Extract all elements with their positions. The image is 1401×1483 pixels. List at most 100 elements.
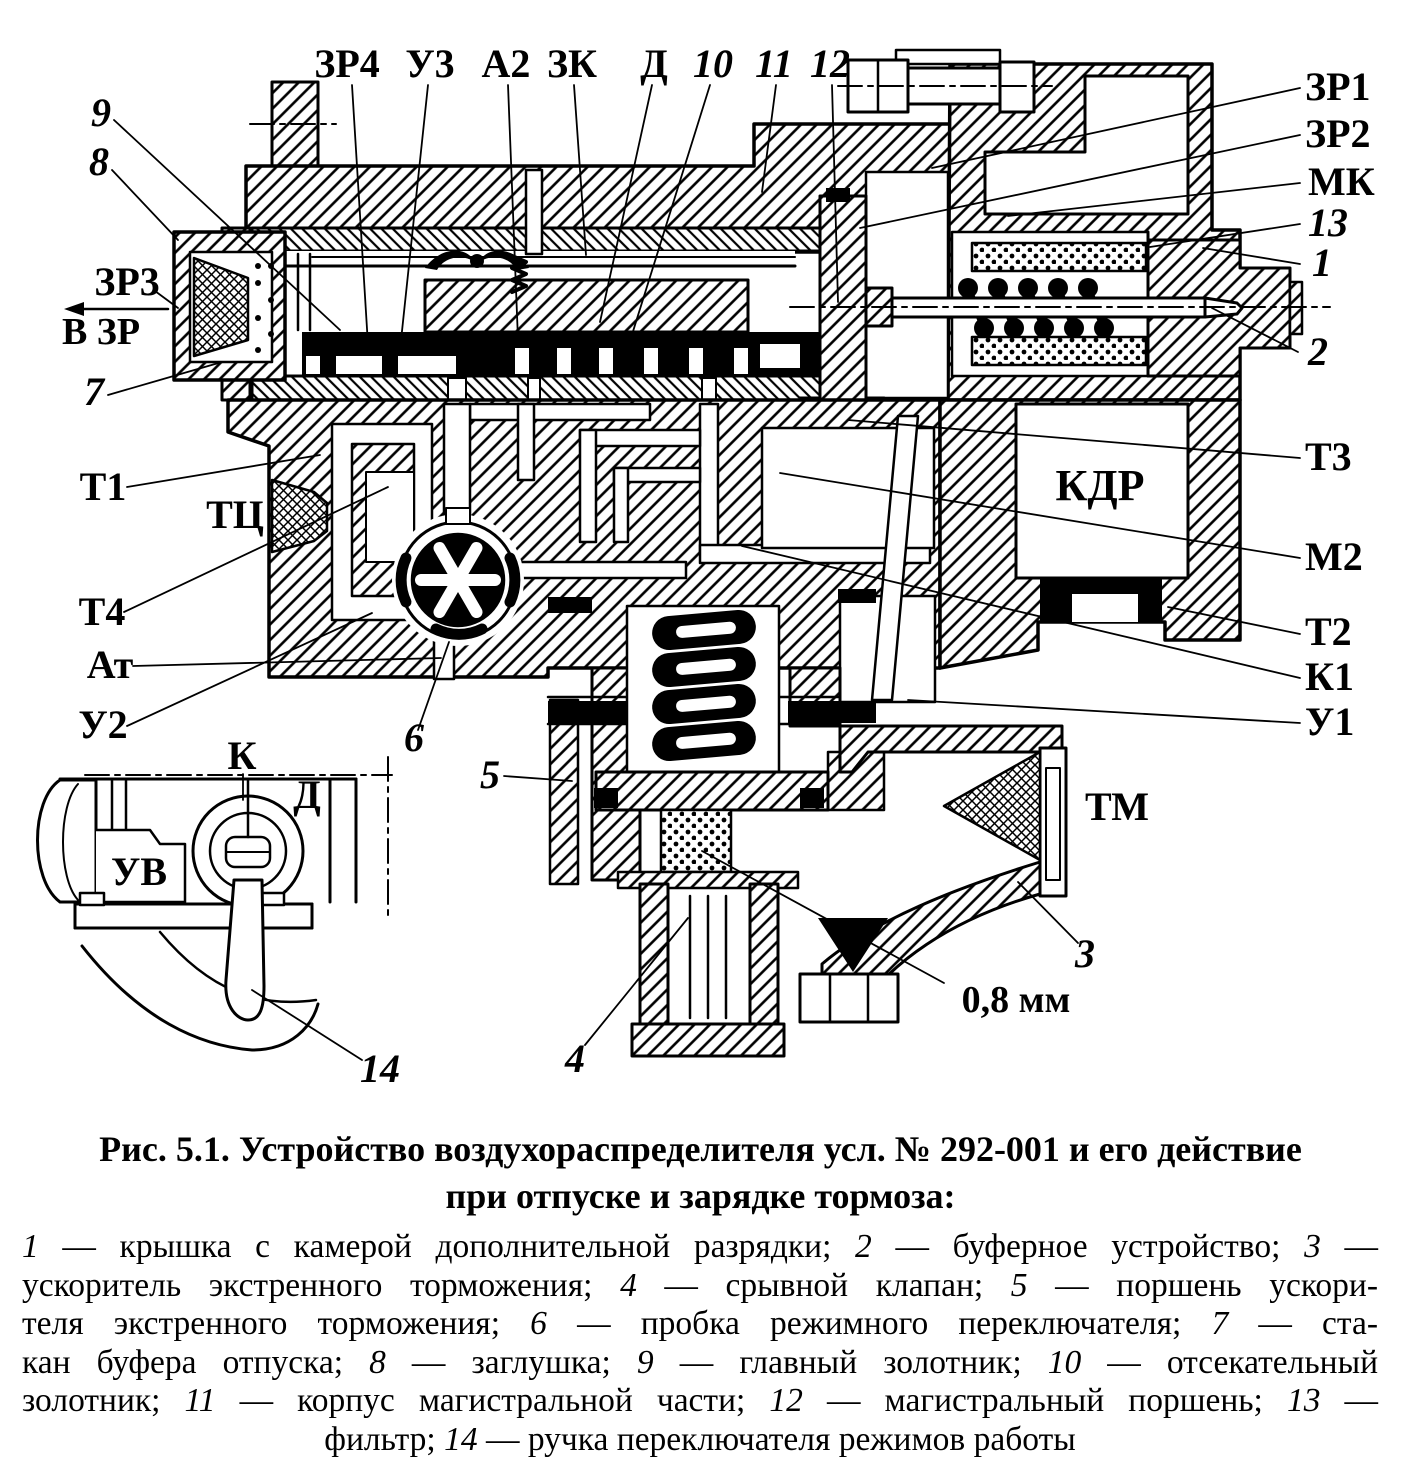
circle-shape (268, 297, 274, 303)
legend-part: 2 (855, 1228, 872, 1265)
label-n7: 7 (84, 369, 106, 414)
leader-u3 (399, 84, 429, 351)
u1-channel (870, 414, 920, 702)
mode-handle (224, 878, 266, 1022)
rect-shape (594, 788, 618, 808)
rect-shape (468, 402, 652, 422)
legend-line-4: кан буфера отпуска; 8 — заглушка; 9 — гл… (22, 1344, 1378, 1383)
legend-line-3: теля экстренного торможения; 6 — пробка … (22, 1305, 1378, 1344)
g-shape (395, 552, 521, 640)
leader-t2 (1167, 606, 1301, 635)
legend-part: — заглушка; (385, 1343, 637, 1381)
rect-shape (320, 356, 336, 374)
rect-shape (524, 168, 544, 256)
circle-shape (255, 347, 261, 353)
label-v-zr: В ЗР (62, 311, 140, 353)
leader-mk (1007, 182, 1301, 217)
legend-part: — пробка режимного переключателя; (546, 1305, 1212, 1342)
breakaway-valve (616, 870, 800, 1058)
circle-shape (255, 263, 261, 269)
label-zk: ЗК (547, 41, 597, 86)
rect-shape (1045, 767, 1061, 881)
rect-shape (578, 428, 598, 544)
legend-part: кан буфера отпуска; (22, 1343, 370, 1381)
rect-shape (800, 788, 824, 808)
rect-shape (644, 348, 658, 374)
leader-n9 (113, 119, 341, 331)
caption-line-2: при отпуске и зарядке тормоза: (445, 1176, 956, 1216)
label-tc: ТЦ (206, 492, 264, 537)
rect-shape (838, 589, 876, 603)
legend-line-1: 1 — крышка с камерой дополнительной разр… (22, 1228, 1378, 1267)
legend-part: 10 (1047, 1343, 1082, 1381)
leader-n8 (111, 169, 179, 241)
label-n4: 4 (564, 1036, 585, 1081)
polygon-shape (64, 302, 84, 316)
label-zr3: ЗР3 (94, 259, 160, 304)
legend-part: — ручка переключателя режимов работы (477, 1420, 1076, 1458)
leader-n13 (1149, 223, 1301, 248)
rect-shape (578, 428, 702, 448)
label-kdr: КДР (1055, 461, 1144, 510)
legend-part: 5 (1010, 1266, 1028, 1304)
leader-n14 (251, 989, 363, 1061)
rect-shape (748, 882, 780, 1034)
label-n11: 11 (755, 41, 793, 86)
legend-line-5: золотник; 11 — корпус магистральной част… (22, 1382, 1378, 1421)
magistral-part-body (64, 48, 1331, 426)
label-u2: У2 (78, 702, 127, 747)
label-n5: 5 (480, 752, 500, 797)
legend-line-2: ускоритель экстренного торможения; 4 — с… (22, 1267, 1378, 1306)
label-at: Ат (87, 642, 134, 687)
g-shape (652, 683, 756, 725)
leader-t1 (126, 454, 321, 488)
legend-part: 11 (184, 1382, 216, 1419)
label-tm: ТМ (1085, 784, 1149, 829)
rect-shape (788, 701, 876, 723)
g-shape (652, 609, 756, 651)
leader-gap (701, 850, 945, 984)
leader-u2 (126, 612, 373, 727)
accelerator-spring (652, 609, 756, 762)
rect-shape (826, 188, 850, 202)
rect-shape (676, 658, 736, 675)
legend-part: — крышка с камерой дополнительной разряд… (38, 1228, 856, 1265)
rect-shape (599, 348, 613, 374)
legend-part: — срывной клапан; (636, 1266, 1011, 1304)
leader-n1 (1202, 247, 1301, 265)
main-slide-valve (302, 332, 850, 376)
label-uv: УВ (111, 849, 167, 894)
accelerator-piston (594, 770, 830, 812)
middle-body (226, 398, 942, 704)
label-n6: 6 (404, 715, 424, 760)
g-shape: ЗР4У3А2ЗКД101112ЗР1ЗР2МК1312Т3М2Т2К1У198… (36, 41, 1375, 1091)
rect-shape (557, 348, 571, 374)
legend-part: — магистральный поршень; (802, 1382, 1287, 1419)
label-u3: У3 (405, 41, 454, 86)
g-shape (652, 720, 756, 762)
label-n3: 3 (1074, 931, 1095, 976)
rect-shape (676, 621, 736, 638)
leader-n2 (1211, 307, 1299, 353)
rect-shape (798, 972, 900, 1024)
legend-part: 8 (369, 1343, 386, 1381)
tm-filter (942, 750, 1042, 862)
rect-shape (698, 402, 720, 556)
release-buffer-cap (172, 230, 287, 382)
rect-shape (548, 597, 592, 613)
figure-legend: 1 — крышка с камерой дополнительной разр… (22, 1228, 1378, 1459)
legend-part: — (1320, 1228, 1379, 1265)
legend-part: 12 (769, 1382, 803, 1419)
rect-shape (638, 882, 670, 1034)
mode-selector-valve (392, 507, 524, 646)
polyline-shape (510, 254, 528, 294)
kdr-chamber (1014, 402, 1190, 580)
legend-part: — буферное устройство; (871, 1228, 1305, 1265)
leader-n10 (629, 84, 711, 342)
label-k1: К1 (1305, 654, 1354, 699)
rect-shape (382, 356, 398, 374)
label-n10: 10 (693, 41, 733, 86)
